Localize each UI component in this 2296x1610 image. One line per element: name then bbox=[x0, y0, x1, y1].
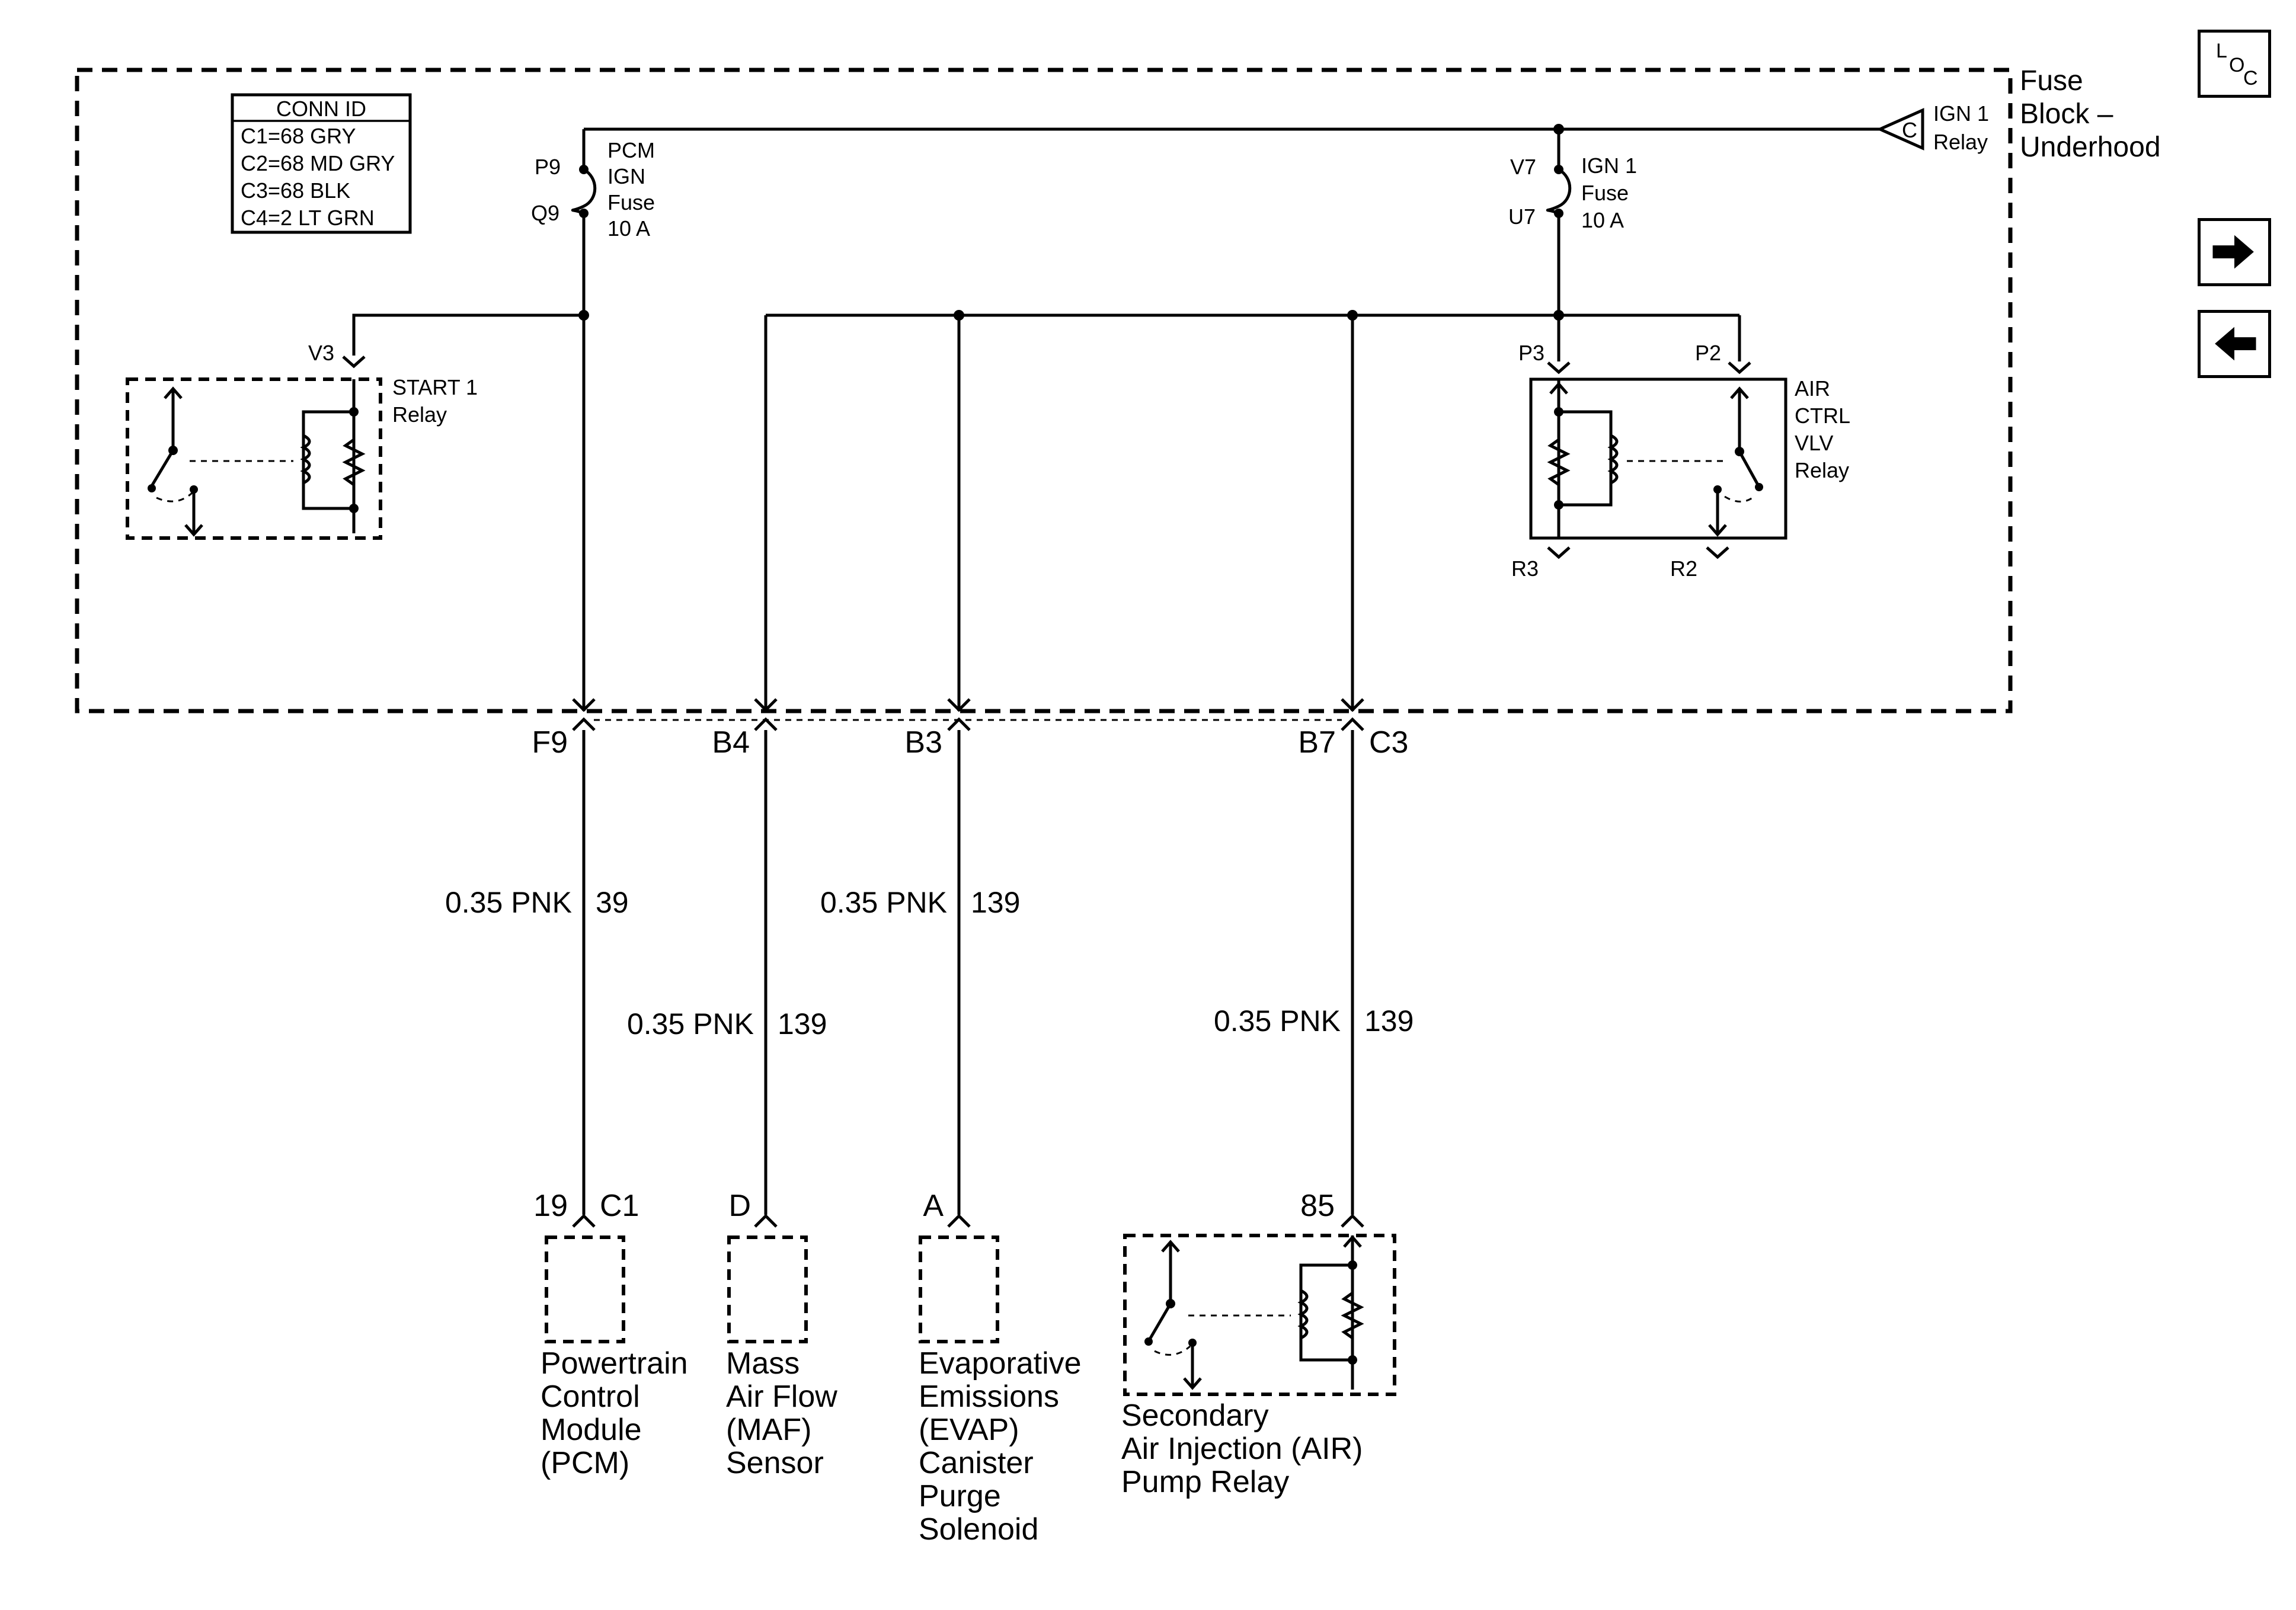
svg-text:Canister: Canister bbox=[919, 1446, 1034, 1480]
svg-text:Air Flow: Air Flow bbox=[726, 1379, 837, 1414]
svg-text:U7: U7 bbox=[1508, 204, 1536, 229]
pcm-ign-fuse: P9 Q9 PCM IGN Fuse 10 A bbox=[531, 129, 655, 241]
svg-text:IGN: IGN bbox=[607, 164, 645, 188]
air-pump-relay: 85 Secondary Air Injection (AIR) Pump Re… bbox=[1121, 1189, 1396, 1499]
svg-text:0.35 PNK: 0.35 PNK bbox=[1214, 1004, 1341, 1038]
fuse-block-connector: F9 B4 B3 B7 C3 bbox=[532, 717, 1408, 760]
svg-text:IGN 1: IGN 1 bbox=[1933, 101, 1989, 126]
svg-text:Sensor: Sensor bbox=[726, 1446, 824, 1480]
ign1-fuse: V7 U7 IGN 1 Fuse 10 A bbox=[1508, 129, 1637, 232]
svg-text:V7: V7 bbox=[1510, 155, 1536, 179]
svg-text:B4: B4 bbox=[712, 725, 750, 760]
svg-text:139: 139 bbox=[778, 1007, 827, 1041]
svg-text:Fuse: Fuse bbox=[607, 190, 655, 215]
svg-text:Purge: Purge bbox=[919, 1479, 1001, 1513]
pcm-component: 19 C1 Powertrain Control Module (PCM) bbox=[533, 1189, 687, 1480]
wire-label-pcm: 0.35 PNK 39 bbox=[445, 886, 629, 919]
loc-l-letter: L bbox=[2216, 40, 2227, 62]
svg-text:Secondary: Secondary bbox=[1121, 1398, 1269, 1433]
svg-text:Powertrain: Powertrain bbox=[541, 1346, 688, 1381]
svg-text:139: 139 bbox=[971, 886, 1020, 919]
svg-text:Fuse: Fuse bbox=[1581, 181, 1629, 205]
svg-text:C: C bbox=[1902, 118, 1917, 142]
svg-text:B7: B7 bbox=[1298, 725, 1336, 760]
svg-text:P9: P9 bbox=[535, 155, 561, 179]
svg-text:PCM: PCM bbox=[607, 138, 655, 162]
svg-text:Pump Relay: Pump Relay bbox=[1121, 1465, 1289, 1499]
svg-text:IGN 1: IGN 1 bbox=[1581, 153, 1637, 178]
svg-text:10 A: 10 A bbox=[1581, 208, 1624, 232]
prev-page-button[interactable] bbox=[2198, 310, 2271, 378]
arrow-left-icon bbox=[2215, 327, 2256, 361]
arrow-right-icon bbox=[2212, 235, 2254, 269]
svg-text:0.35 PNK: 0.35 PNK bbox=[445, 886, 572, 919]
svg-text:C2=68 MD GRY: C2=68 MD GRY bbox=[241, 151, 395, 175]
ign1-relay-source: C IGN 1 Relay bbox=[1876, 101, 1989, 154]
svg-text:Relay: Relay bbox=[392, 402, 447, 427]
svg-text:Relay: Relay bbox=[1795, 458, 1849, 482]
svg-text:P3: P3 bbox=[1518, 341, 1544, 365]
svg-text:Air Injection (AIR): Air Injection (AIR) bbox=[1121, 1432, 1363, 1466]
svg-text:Solenoid: Solenoid bbox=[919, 1512, 1038, 1547]
svg-text:C3: C3 bbox=[1369, 725, 1408, 760]
start-relay-branch bbox=[352, 313, 584, 356]
svg-text:10 A: 10 A bbox=[607, 216, 650, 241]
svg-text:Emissions: Emissions bbox=[919, 1379, 1059, 1414]
svg-text:(PCM): (PCM) bbox=[541, 1446, 629, 1480]
svg-text:Evaporative: Evaporative bbox=[919, 1346, 1082, 1381]
svg-text:(EVAP): (EVAP) bbox=[919, 1413, 1019, 1447]
svg-text:D: D bbox=[728, 1189, 751, 1223]
svg-text:(MAF): (MAF) bbox=[726, 1413, 811, 1447]
svg-text:CONN ID: CONN ID bbox=[276, 97, 366, 121]
svg-text:C1: C1 bbox=[600, 1189, 639, 1223]
loc-c-letter: C bbox=[2243, 67, 2258, 89]
svg-text:Block –: Block – bbox=[2020, 98, 2113, 130]
svg-text:C4=2 LT GRN: C4=2 LT GRN bbox=[241, 206, 375, 230]
loc-o-letter: O bbox=[2229, 54, 2245, 76]
conn-id-table: CONN ID C1=68 GRY C2=68 MD GRY C3=68 BLK… bbox=[231, 93, 412, 234]
svg-text:AIR: AIR bbox=[1795, 376, 1830, 401]
svg-text:A: A bbox=[923, 1189, 944, 1223]
air-ctrl-vlv-relay: P3 P2 R3 R2 AIR CTRL VLV Relay bbox=[1511, 341, 1850, 581]
svg-text:0.35 PNK: 0.35 PNK bbox=[820, 886, 947, 919]
terminal-arrows bbox=[572, 698, 1364, 712]
wire-label-air-pump: 0.35 PNK 139 bbox=[1214, 1004, 1414, 1038]
svg-text:139: 139 bbox=[1364, 1004, 1414, 1038]
fuse-block-label: Fuse Block – Underhood bbox=[2020, 65, 2161, 163]
svg-text:39: 39 bbox=[596, 886, 629, 919]
svg-text:Module: Module bbox=[541, 1413, 642, 1447]
maf-component: D Mass Air Flow (MAF) Sensor bbox=[726, 1189, 837, 1480]
svg-text:85: 85 bbox=[1300, 1189, 1335, 1223]
start-relay: V3 START 1 Relay bbox=[126, 341, 478, 540]
svg-text:Underhood: Underhood bbox=[2020, 132, 2161, 163]
svg-text:Mass: Mass bbox=[726, 1346, 800, 1381]
svg-text:C3=68 BLK: C3=68 BLK bbox=[241, 178, 350, 203]
wire-label-evap: 0.35 PNK 139 bbox=[820, 886, 1020, 919]
next-page-button[interactable] bbox=[2198, 218, 2271, 286]
svg-text:Control: Control bbox=[541, 1379, 640, 1414]
svg-text:C1=68 GRY: C1=68 GRY bbox=[241, 124, 356, 148]
svg-text:R2: R2 bbox=[1670, 556, 1697, 581]
svg-text:START 1: START 1 bbox=[392, 375, 478, 399]
svg-text:Fuse: Fuse bbox=[2020, 65, 2083, 97]
svg-text:Q9: Q9 bbox=[531, 201, 559, 225]
loc-button[interactable]: L O C bbox=[2198, 30, 2271, 98]
wire-label-maf: 0.35 PNK 139 bbox=[627, 1007, 827, 1041]
svg-text:0.35 PNK: 0.35 PNK bbox=[627, 1007, 754, 1041]
svg-text:P2: P2 bbox=[1695, 341, 1721, 365]
svg-text:B3: B3 bbox=[904, 725, 942, 760]
svg-text:CTRL: CTRL bbox=[1795, 404, 1850, 428]
svg-text:R3: R3 bbox=[1511, 556, 1539, 581]
svg-text:F9: F9 bbox=[532, 725, 568, 760]
evap-component: A Evaporative Emissions (EVAP) Canister … bbox=[919, 1189, 1082, 1547]
svg-text:Relay: Relay bbox=[1933, 130, 1988, 154]
fuse-block-outline bbox=[75, 68, 2013, 713]
svg-text:V3: V3 bbox=[308, 341, 334, 365]
svg-text:19: 19 bbox=[533, 1189, 568, 1223]
svg-text:VLV: VLV bbox=[1795, 431, 1833, 455]
